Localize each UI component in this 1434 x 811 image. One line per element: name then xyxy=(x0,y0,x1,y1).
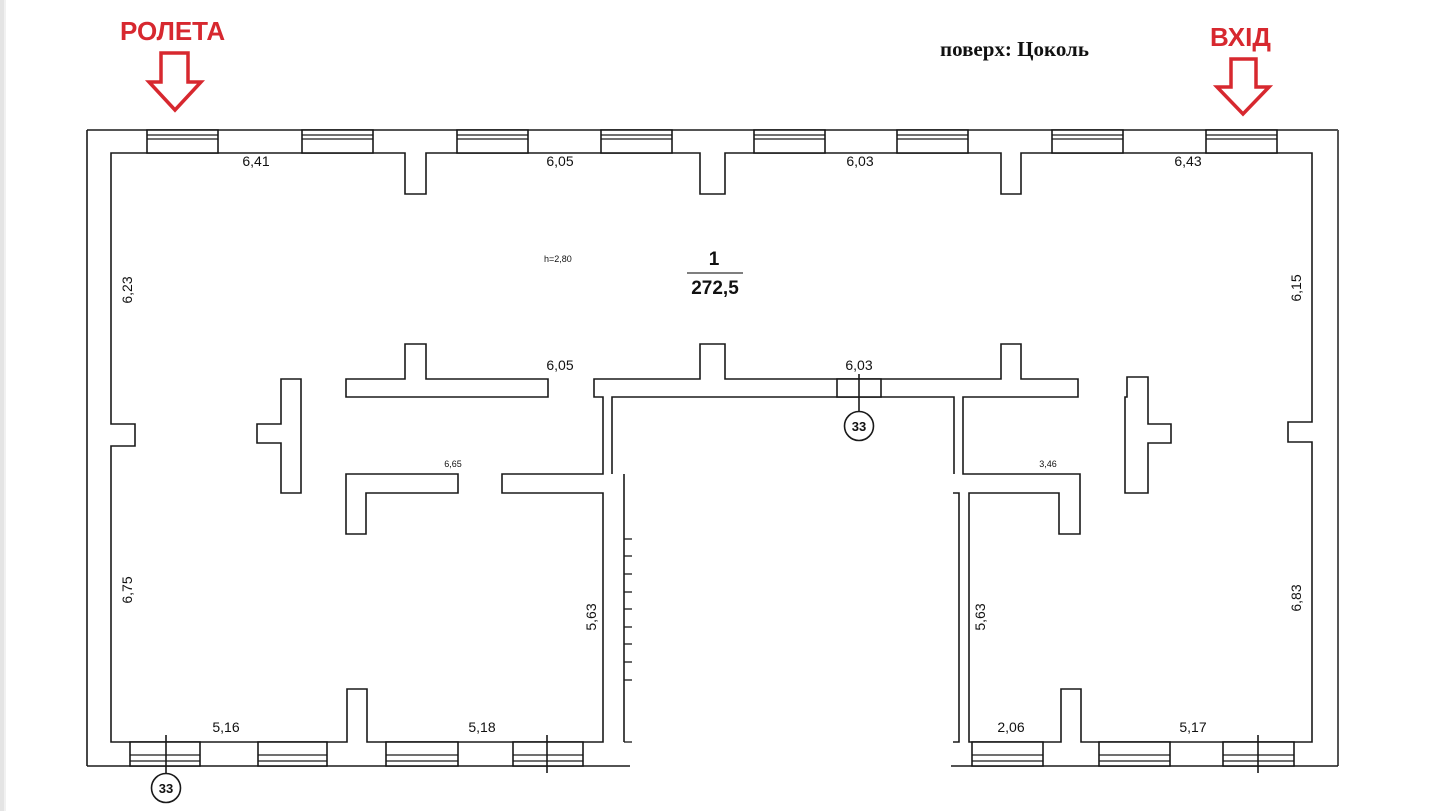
dim-inner-vertical-right: 5,63 xyxy=(972,603,988,630)
dim-bottom-2: 5,18 xyxy=(468,719,495,735)
partition-lower-left xyxy=(345,473,459,535)
dim-left-upper: 6,23 xyxy=(119,276,135,303)
dim-right-upper: 6,15 xyxy=(1288,274,1304,301)
dim-left-lower: 6,75 xyxy=(119,576,135,603)
dim-bottom-4: 5,17 xyxy=(1179,719,1206,735)
dim-top-3: 6,03 xyxy=(846,153,873,169)
entrance-label: ВХІД xyxy=(1210,22,1271,52)
page-edge-shadow xyxy=(4,0,6,811)
ceiling-height: h=2,80 xyxy=(544,254,572,264)
dim-inner-vertical-left: 5,63 xyxy=(583,603,599,630)
roleta-label: РОЛЕТА xyxy=(120,16,225,46)
column-right xyxy=(1124,376,1172,494)
axis-tag-circle xyxy=(843,410,875,442)
roleta-down-arrow-icon xyxy=(144,51,206,113)
center-corridor-wall xyxy=(611,396,955,474)
dim-inner-small-right: 3,46 xyxy=(1039,459,1057,469)
dim-top-1: 6,41 xyxy=(242,153,269,169)
floor-label: поверх: Цоколь xyxy=(940,37,1089,61)
page-edge xyxy=(0,0,4,811)
dim-right-lower: 6,83 xyxy=(1288,584,1304,611)
dim-inner-top-right: 6,03 xyxy=(845,357,872,373)
axis-tag-circle xyxy=(150,772,182,804)
entrance-down-arrow-icon xyxy=(1212,57,1274,117)
room-number: 1 xyxy=(709,249,720,270)
partition-upper-left xyxy=(345,343,549,398)
dim-top-2: 6,05 xyxy=(546,153,573,169)
bottom-windows xyxy=(129,741,1295,767)
dim-top-4: 6,43 xyxy=(1174,153,1201,169)
stair-ticks xyxy=(624,538,632,681)
axis-tag-center: 33 xyxy=(852,419,866,434)
dim-bottom-3: 2,06 xyxy=(997,719,1024,735)
top-windows xyxy=(146,129,1278,154)
room-area: 272,5 xyxy=(691,278,739,299)
corridor-right-wall xyxy=(953,492,960,743)
axis-tag-bottom: 33 xyxy=(159,781,173,796)
dim-bottom-1: 5,16 xyxy=(212,719,239,735)
column-left xyxy=(256,378,302,494)
dim-inner-small-left: 6,65 xyxy=(444,459,462,469)
dim-inner-top-left: 6,05 xyxy=(546,357,573,373)
